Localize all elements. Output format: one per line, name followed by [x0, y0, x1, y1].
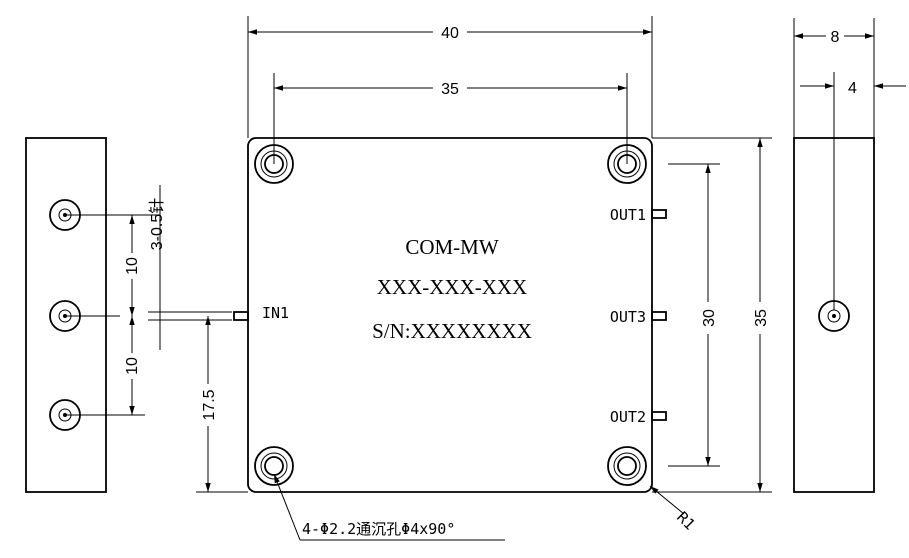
mounting-hole-bottom-left [254, 446, 294, 486]
in-offset-label: 17.5 [201, 389, 218, 420]
side-offset-label: 4 [848, 80, 857, 97]
width-total-label: 40 [441, 25, 459, 42]
side-width-label: 8 [831, 29, 840, 46]
corner-radius-label: R1 [673, 508, 699, 534]
out1-label: OUT1 [610, 206, 646, 224]
out3-label: OUT3 [610, 308, 646, 326]
main-top-view: IN1 OUT1 OUT3 OUT2 COM-MW XXX-XXX-XXX S/… [233, 137, 667, 493]
mounting-hole-bottom-right [607, 446, 647, 486]
right-side-view: 8 4 [793, 18, 906, 493]
corner-radius-note: R1 [649, 485, 699, 534]
brand-marking: COM-MW [405, 235, 499, 259]
height-total-label: 35 [753, 309, 770, 327]
left-view-outline [25, 137, 107, 493]
in1-label: IN1 [262, 304, 289, 322]
pin-pitch-upper-label: 10 [124, 257, 141, 275]
housing-outline [247, 137, 653, 493]
hole-note: 4-Φ2.2通沉孔Φ4x90° [273, 473, 505, 541]
in-offset-dimension: 17.5 [148, 311, 248, 493]
hole-note-label: 4-Φ2.2通沉孔Φ4x90° [302, 520, 455, 538]
right-dimensions: 30 35 [652, 137, 772, 493]
port-pitch-y-label: 30 [701, 309, 718, 327]
pin-spec-label: 3-0.5针 [148, 198, 166, 250]
in1-pin [233, 311, 249, 321]
model-marking: XXX-XXX-XXX [377, 275, 527, 299]
top-dimensions: 40 35 [247, 16, 653, 164]
out2-label: OUT2 [610, 408, 646, 426]
pin-pitch-lower-label: 10 [124, 357, 141, 375]
out3-pin [651, 311, 667, 321]
hole-pitch-x-label: 35 [441, 81, 459, 98]
serial-marking: S/N:XXXXXXXX [372, 319, 532, 343]
out1-pin [651, 209, 667, 219]
out2-pin [651, 411, 667, 421]
left-side-view: 10 10 3-0.5针 [25, 137, 166, 493]
